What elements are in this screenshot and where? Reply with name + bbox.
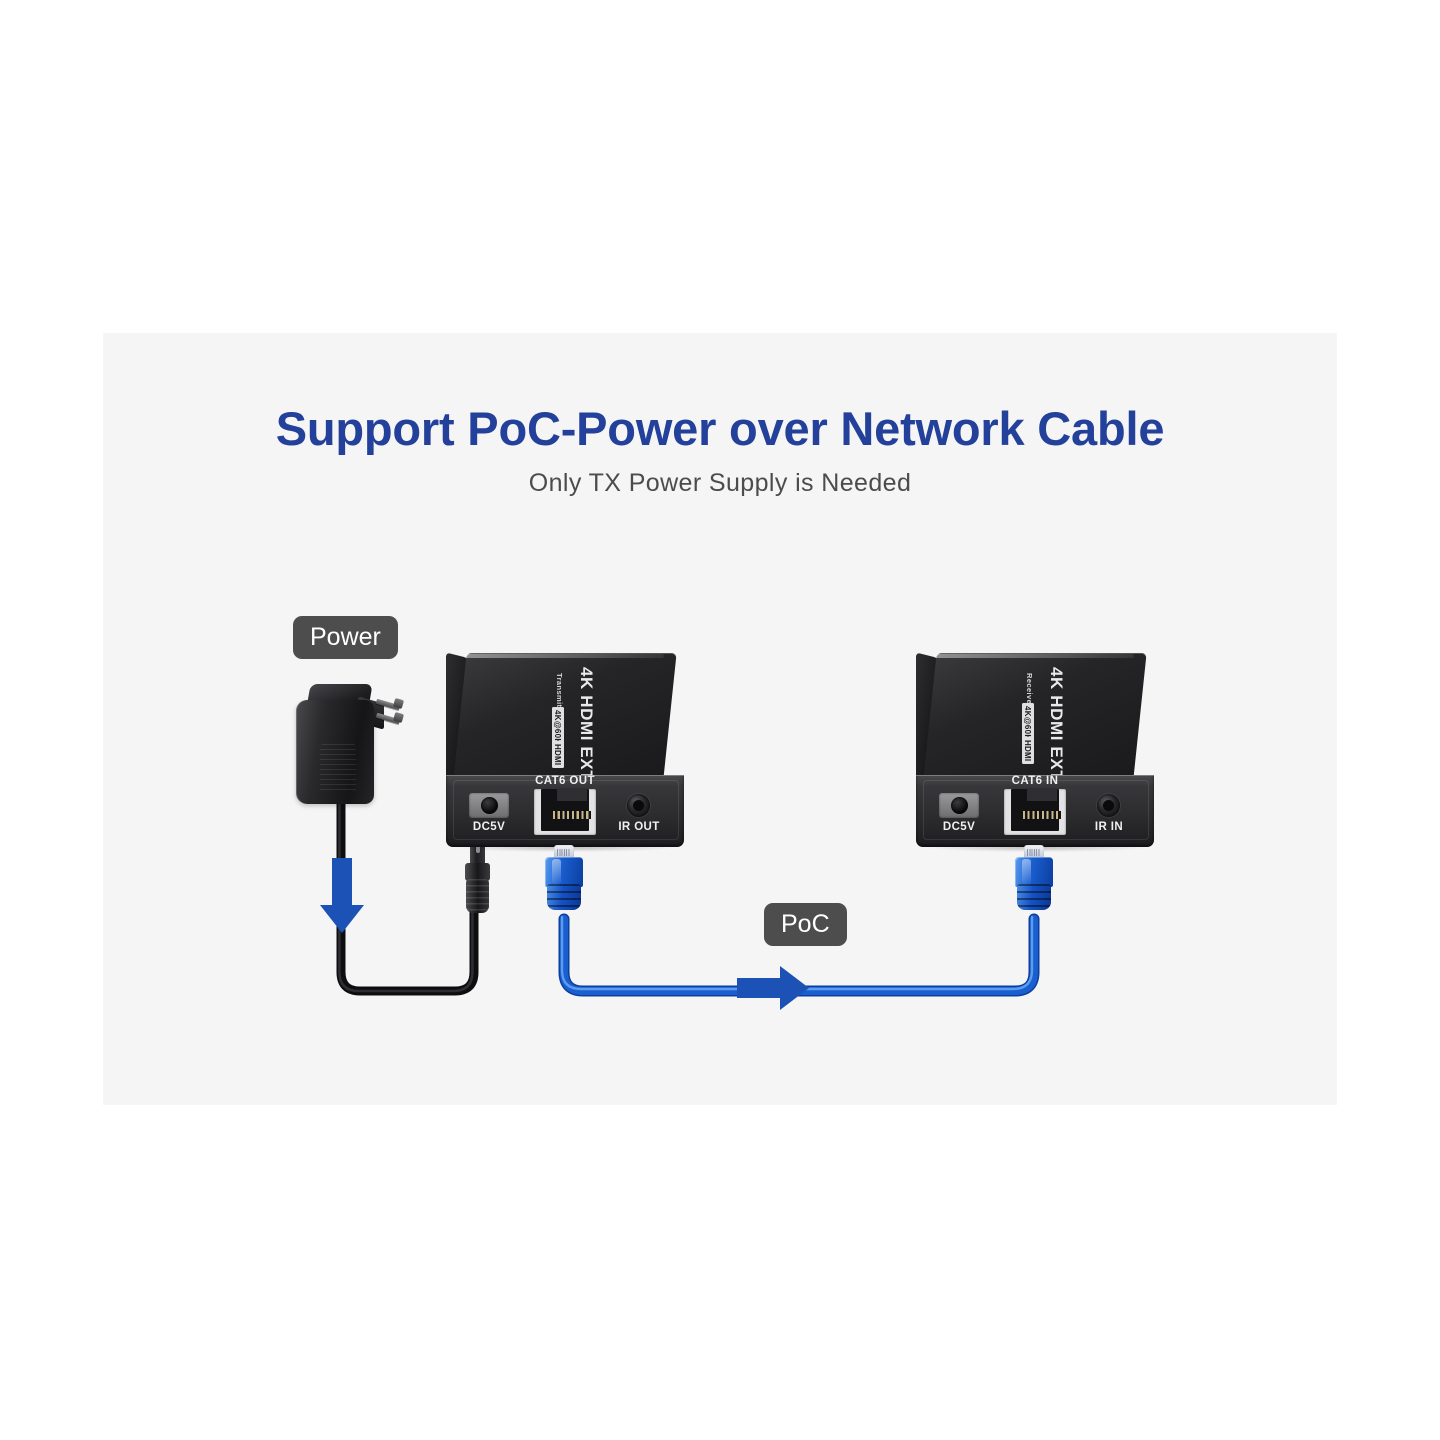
dc-plug-collar xyxy=(465,863,490,881)
rj45-key-slot xyxy=(557,788,587,801)
power-adapter[interactable] xyxy=(288,678,428,808)
tx-rj45-port[interactable] xyxy=(534,788,596,835)
device-top-surface xyxy=(453,653,677,779)
cable-layer xyxy=(320,687,1040,1010)
tx-ir-label: IR OUT xyxy=(618,821,660,833)
rj45-key-slot xyxy=(1027,788,1057,801)
device-top-highlight xyxy=(933,654,1135,658)
rj45-mouth xyxy=(1011,788,1061,831)
page-subtitle: Only TX Power Supply is Needed xyxy=(528,469,912,497)
power-cable-highlight xyxy=(338,801,474,993)
product-diagram-panel: Support PoC-Power over Network Cable Onl… xyxy=(103,333,1337,1105)
callout-badge-power[interactable]: Power xyxy=(293,616,398,659)
rj45-plug-clip xyxy=(554,845,574,860)
network-cable-plug-right[interactable] xyxy=(1011,845,1057,919)
rj45-pins xyxy=(553,811,591,819)
rj45-plug-clip xyxy=(1024,845,1044,860)
rj45-plug-head xyxy=(1015,857,1053,887)
page-title: Support PoC-Power over Network Cable xyxy=(275,402,1165,455)
adapter-body xyxy=(296,700,374,804)
device-transmitter[interactable]: 4K HDMI EXTENDER Transmitter 4K@60Hz HDM… xyxy=(446,649,684,852)
device-top-face: 4K HDMI EXTENDER Receiver 4K@60Hz HDMI xyxy=(916,649,1154,844)
tx-dc-power-jack[interactable] xyxy=(469,793,509,818)
power-flow-arrow-icon xyxy=(320,858,364,933)
rj45-pins xyxy=(1023,811,1061,819)
front-panel-inset xyxy=(923,780,1149,840)
tx-ir-jack[interactable] xyxy=(627,794,650,817)
callout-badge-poc[interactable]: PoC xyxy=(764,903,847,946)
tx-dc-label: DC5V xyxy=(472,821,506,833)
rj45-mouth xyxy=(541,788,591,831)
rx-cat6-label: CAT6 IN xyxy=(1011,775,1059,787)
network-cable-plug-left[interactable] xyxy=(541,845,587,919)
rx-dc-power-jack[interactable] xyxy=(939,793,979,818)
rx-hdmi-logo-badge: HDMI xyxy=(1022,737,1034,765)
device-top-highlight xyxy=(463,654,665,658)
tx-hdmi-logo-badge: HDMI xyxy=(552,741,564,769)
rx-ir-label: IR IN xyxy=(1094,821,1124,833)
device-top-surface xyxy=(923,653,1147,779)
rj45-plug-boot xyxy=(1017,884,1051,910)
tx-cat6-label: CAT6 OUT xyxy=(535,775,595,787)
poc-flow-arrow-icon xyxy=(737,966,809,1010)
rx-ir-jack[interactable] xyxy=(1097,794,1120,817)
device-front-panel: DC5V CAT6 IN IR IN xyxy=(916,775,1154,847)
rx-dc-label: DC5V xyxy=(942,821,976,833)
rj45-plug-boot xyxy=(547,884,581,910)
device-front-panel: DC5V CAT6 OUT IR OUT xyxy=(446,775,684,847)
rj45-plug-head xyxy=(545,857,583,887)
device-receiver[interactable]: 4K HDMI EXTENDER Receiver 4K@60Hz HDMI D… xyxy=(916,649,1154,852)
front-panel-inset xyxy=(453,780,679,840)
rx-rj45-port[interactable] xyxy=(1004,788,1066,835)
dc-plug-grip xyxy=(466,879,489,913)
diagram-stage: 4K HDMI EXTENDER Transmitter 4K@60Hz HDM… xyxy=(103,333,1337,1105)
device-top-face: 4K HDMI EXTENDER Transmitter 4K@60Hz HDM… xyxy=(446,649,684,844)
